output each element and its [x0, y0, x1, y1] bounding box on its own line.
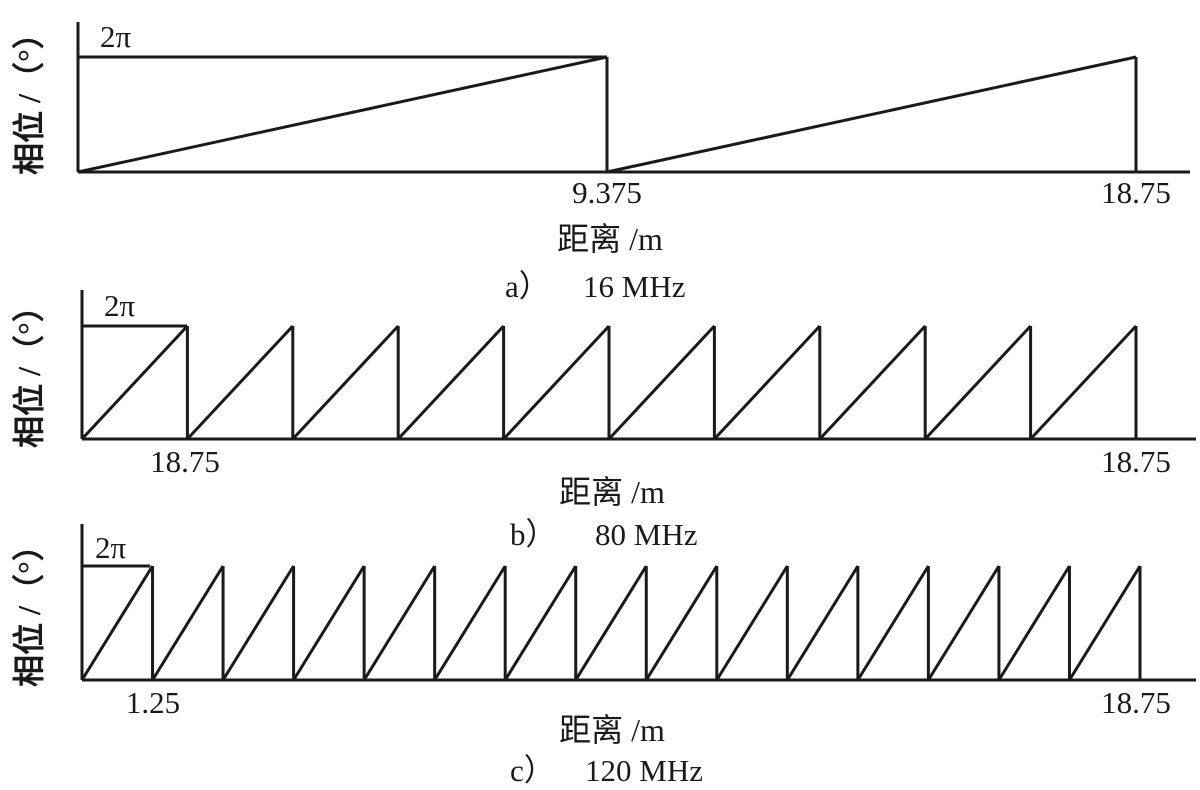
sawtooth-ramp-9 — [644, 565, 719, 681]
caption-label: b） — [510, 517, 557, 552]
sawtooth-ramp-1 — [80, 565, 154, 681]
sawtooth-ramp-7 — [503, 565, 578, 681]
sawtooth-ramp-10 — [715, 565, 789, 681]
two-pi-label: 2π — [95, 530, 127, 565]
sawtooth-ramp-1 — [77, 55, 608, 174]
sawtooth-ramp-5 — [362, 565, 436, 681]
sawtooth-ramp-1 — [80, 324, 189, 441]
sawtooth-ramp-3 — [291, 324, 400, 441]
panel-a: 相位 /（°） 2π 9.375 18.75 距离 /m a） 16 MHz — [11, 17, 1190, 304]
two-pi-label: 2π — [100, 19, 132, 54]
sawtooth-ramp-8 — [574, 565, 648, 681]
x-tick-label-right: 18.75 — [1101, 175, 1171, 210]
x-tick-label-left: 1.25 — [126, 685, 180, 720]
caption-frequency: 80 MHz — [595, 517, 697, 552]
sawtooth-ramp-2 — [606, 55, 1137, 174]
x-axis-label: 距离 /m — [559, 712, 665, 748]
caption-frequency: 16 MHz — [583, 269, 685, 304]
sawtooth-ramp-6 — [607, 324, 716, 441]
two-pi-label: 2π — [104, 288, 136, 323]
sawtooth-ramp-10 — [1029, 324, 1138, 441]
x-tick-label-right: 18.75 — [1101, 444, 1171, 479]
y-axis-label: 相位 /（°） — [11, 529, 47, 687]
sawtooth-series — [80, 565, 1142, 681]
caption-label: c） — [510, 753, 555, 788]
caption-label: a） — [505, 269, 550, 304]
sawtooth-ramp-3 — [221, 565, 295, 681]
sawtooth-ramp-11 — [786, 565, 860, 681]
x-axis-label: 距离 /m — [559, 474, 665, 510]
sawtooth-ramp-4 — [397, 324, 505, 441]
sawtooth-ramp-2 — [186, 324, 294, 441]
x-axis-label: 距离 /m — [557, 221, 663, 257]
sawtooth-series — [80, 324, 1138, 441]
sawtooth-ramp-6 — [433, 565, 507, 681]
caption-frequency: 120 MHz — [585, 753, 703, 788]
sawtooth-ramp-4 — [292, 565, 366, 681]
sawtooth-ramp-5 — [502, 324, 611, 441]
y-axis-label: 相位 /（°） — [11, 17, 47, 175]
sawtooth-ramp-15 — [1068, 565, 1142, 681]
y-axis-label: 相位 /（°） — [11, 290, 47, 448]
sawtooth-ramp-13 — [927, 565, 1001, 681]
sawtooth-ramp-2 — [151, 565, 225, 681]
panel-b: 相位 /（°） 2π 18.75 18.75 距离 /m b） 80 MHz — [11, 288, 1196, 552]
sawtooth-ramp-9 — [924, 324, 1032, 441]
x-tick-label-left: 9.375 — [572, 175, 642, 210]
sawtooth-ramp-14 — [997, 565, 1071, 681]
x-tick-label-left: 18.75 — [150, 444, 220, 479]
x-tick-label-right: 18.75 — [1101, 685, 1171, 720]
sawtooth-ramp-7 — [713, 324, 821, 441]
sawtooth-series — [77, 55, 1138, 174]
sawtooth-ramp-12 — [856, 565, 930, 681]
sawtooth-ramp-8 — [818, 324, 927, 441]
panel-c: 相位 /（°） 2π 1.25 18.75 距离 /m c） 120 MHz — [11, 524, 1196, 788]
